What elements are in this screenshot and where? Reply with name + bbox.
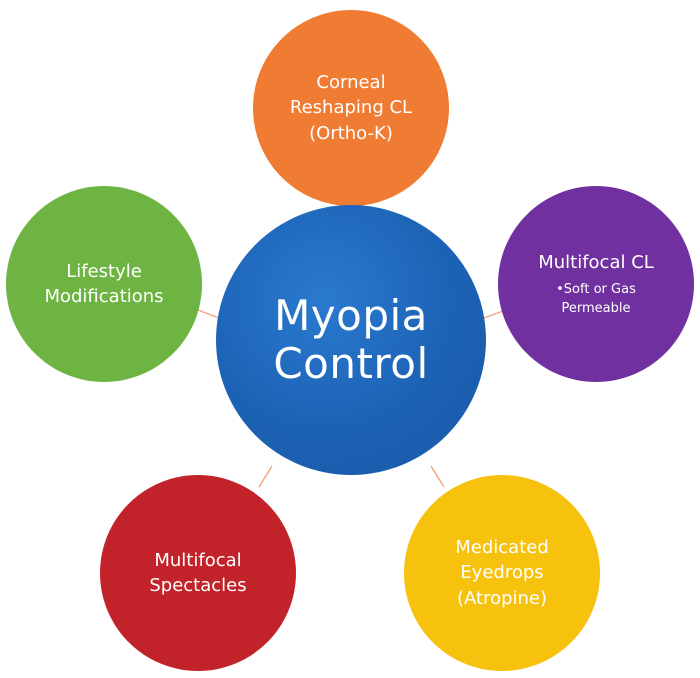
center-label-line: Control	[273, 339, 429, 388]
node-label-line: Spectacles	[149, 575, 247, 596]
node-lifestyle-modifications: Lifestyle Modifications	[6, 186, 202, 382]
node-sub-line: •Soft or Gas	[556, 282, 636, 298]
node-label-line: Medicated	[455, 537, 549, 559]
node-label-line: Lifestyle	[66, 260, 142, 282]
node-label-line: Multifocal	[154, 549, 242, 571]
node-label-line: (Ortho-K)	[309, 122, 393, 144]
node-multifocal-spectacles: Multifocal Spectacles	[100, 475, 296, 671]
node-label-line: Reshaping CL	[289, 97, 413, 119]
connector-right	[483, 310, 504, 319]
node-medicated-eyedrops: Medicated Eyedrops (Atropine)	[404, 475, 600, 671]
node-label-line: Modifications	[44, 286, 164, 307]
node-multifocal-cl: Multifocal CL •Soft or Gas Permeable	[498, 186, 694, 382]
node-sub-bullet: •Soft or Gas Permeable	[556, 281, 636, 317]
node-label-line: Corneal	[316, 72, 386, 94]
connector-bottom-right	[430, 465, 445, 488]
node-corneal-reshaping: Corneal Reshaping CL (Ortho-K)	[253, 10, 449, 206]
node-label-line: (Atropine)	[456, 587, 548, 609]
connector-bottom-left	[258, 465, 273, 488]
center-label-line: Myopia	[274, 290, 428, 340]
center-node-myopia-control: Myopia Control	[216, 205, 486, 475]
node-label-line: Eyedrops	[460, 562, 544, 584]
connector-left	[197, 309, 220, 319]
node-sub-line: Permeable	[561, 300, 631, 316]
node-label-line: Multifocal CL	[538, 252, 654, 274]
